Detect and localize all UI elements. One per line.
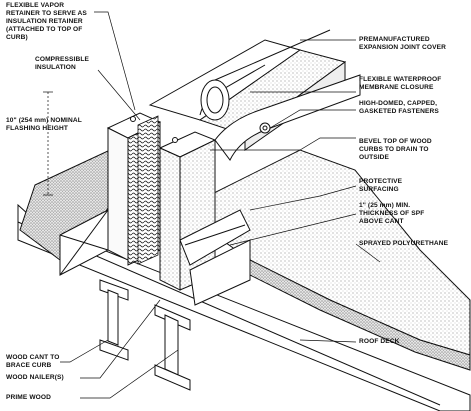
- steel-beam-left: [99, 279, 129, 361]
- label-bevel-curbs: BEVEL TOP OF WOOD CURBS TO DRAIN TO OUTS…: [359, 138, 432, 161]
- label-vapor-retainer: FLEXIBLE VAPOR RETAINER TO SERVE AS INSU…: [6, 2, 87, 41]
- label-membrane-closure: FLEXIBLE WATERPROOF MEMBRANE CLOSURE: [359, 76, 442, 91]
- compressible-insulation: [137, 115, 159, 265]
- sprayed-polyurethane-foam: [19, 149, 471, 371]
- flashing-height-dimension: [43, 91, 53, 196]
- label-wood-cant: WOOD CANT TO BRACE CURB: [6, 354, 60, 369]
- label-spf-thickness: 1" (25 mm) MIN. THICKNESS OF SPF ABOVE C…: [359, 202, 425, 225]
- label-sprayed-polyurethane: SPRAYED POLYURETHANE: [359, 240, 449, 247]
- label-fasteners: HIGH-DOMED, CAPPED, GASKETED FASTENERS: [359, 100, 439, 115]
- fastener-icon: [130, 116, 271, 143]
- label-flashing-height: 10" (254 mm) NOMINAL FLASHING HEIGHT: [6, 117, 82, 132]
- right-wood-curb: [158, 131, 251, 306]
- label-wood-nailers: WOOD NAILER(S): [6, 374, 64, 381]
- label-compressible-insulation: COMPRESSIBLE INSULATION: [35, 56, 89, 71]
- label-roof-deck: ROOF DECK: [359, 338, 400, 345]
- label-expansion-joint-cover: PREMANUFACTURED EXPANSION JOINT COVER: [359, 36, 446, 51]
- label-prime-wood: PRIME WOOD: [6, 394, 51, 401]
- steel-beam-right: [154, 304, 191, 391]
- leader-lines: [60, 11, 381, 399]
- label-protective-surfacing: PROTECTIVE SURFACING: [359, 178, 403, 193]
